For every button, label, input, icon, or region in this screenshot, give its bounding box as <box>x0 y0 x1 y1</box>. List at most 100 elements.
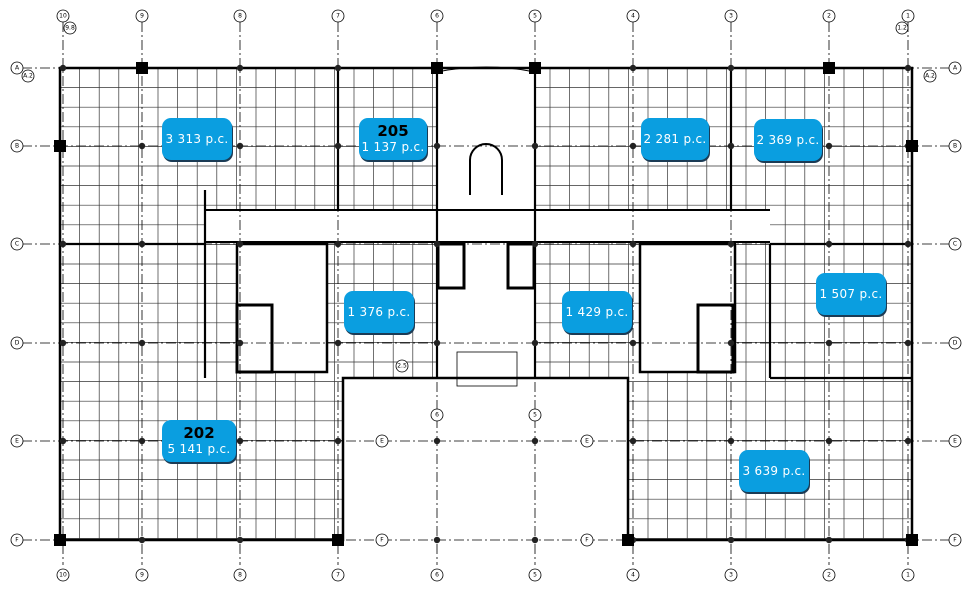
structural-column <box>529 62 541 74</box>
unit-3313[interactable]: 3 313 p.c. <box>162 118 232 160</box>
column-marker <box>904 339 912 347</box>
column-marker <box>825 240 833 248</box>
sub-column-marker-label: 1.2 <box>897 25 907 32</box>
structural-column <box>136 62 148 74</box>
corridor-wall <box>205 209 770 243</box>
column-marker <box>531 536 539 544</box>
entrance-area <box>437 68 535 208</box>
column-axis-marker <box>430 408 444 422</box>
column-axis-marker-label: 8 <box>238 572 242 579</box>
row-axis-marker <box>948 336 962 350</box>
row-axis-marker-label: A <box>15 65 20 72</box>
row-axis-marker <box>10 61 24 75</box>
column-axis-marker <box>331 9 345 23</box>
column-marker <box>531 437 539 445</box>
row-axis-marker-label: E <box>585 438 589 445</box>
row-axis-marker <box>948 139 962 153</box>
unit-area: 1 137 p.c. <box>361 139 425 154</box>
entrance-curve <box>436 66 536 73</box>
column-marker <box>825 536 833 544</box>
service-block <box>638 242 737 374</box>
unit-205[interactable]: 205 1 137 p.c. <box>359 118 427 160</box>
unit-number: 205 <box>377 121 409 140</box>
column-marker <box>727 142 735 150</box>
column-marker <box>727 536 735 544</box>
grid-marker-label: 2.5 <box>397 363 407 370</box>
row-axis-marker-label: D <box>953 340 958 347</box>
sub-row-marker <box>21 69 35 83</box>
unit-2281[interactable]: 2 281 p.c. <box>641 118 709 160</box>
column-axis-marker-label: 6 <box>435 412 439 419</box>
unit-3639[interactable]: 3 639 p.c. <box>739 450 809 492</box>
structural-column <box>54 534 66 546</box>
row-axis-marker <box>10 336 24 350</box>
axis-lines <box>22 22 950 565</box>
column-marker <box>727 240 735 248</box>
row-axis-marker-label: C <box>953 241 957 248</box>
column-axis-marker <box>626 9 640 23</box>
column-axis-marker <box>56 568 70 582</box>
column-marker <box>236 437 244 445</box>
column-axis-marker <box>56 9 70 23</box>
column-marker <box>629 437 637 445</box>
row-axis-marker-label: C <box>15 241 19 248</box>
column-axis-marker <box>528 9 542 23</box>
column-marker <box>433 437 441 445</box>
column-marker <box>433 142 441 150</box>
unit-1507[interactable]: 1 507 p.c. <box>816 273 886 315</box>
column-marker <box>433 536 441 544</box>
column-marker <box>629 142 637 150</box>
column-marker <box>59 64 67 72</box>
unit-area: 5 141 p.c. <box>167 441 231 456</box>
unit-area: 3 639 p.c. <box>742 464 806 478</box>
column-marker <box>825 339 833 347</box>
row-axis-marker-label: A <box>953 65 958 72</box>
column-marker <box>629 240 637 248</box>
stair-icon <box>696 303 735 374</box>
column-marker <box>236 536 244 544</box>
column-marker <box>825 142 833 150</box>
column-marker <box>138 240 146 248</box>
column-axis-marker-label: 10 <box>59 13 67 20</box>
column-axis-marker <box>233 568 247 582</box>
column-marker <box>236 339 244 347</box>
column-marker <box>138 339 146 347</box>
column-marker <box>334 142 342 150</box>
column-marker <box>727 339 735 347</box>
unit-2369[interactable]: 2 369 p.c. <box>754 119 822 161</box>
row-axis-marker <box>10 434 24 448</box>
structural-column <box>906 534 918 546</box>
column-axis-marker-label: 2 <box>827 572 831 579</box>
sub-column-marker <box>63 21 77 35</box>
row-axis-marker <box>948 533 962 547</box>
unit-area: 3 313 p.c. <box>165 132 229 146</box>
unit-1429[interactable]: 1 429 p.c. <box>562 291 632 333</box>
column-marker <box>334 437 342 445</box>
column-marker <box>727 64 735 72</box>
column-marker <box>334 64 342 72</box>
unit-area: 1 507 p.c. <box>819 287 883 301</box>
column-axis-marker-label: 9 <box>140 13 144 20</box>
column-axis-marker-label: 6 <box>435 13 439 20</box>
row-axis-marker <box>10 533 24 547</box>
row-axis-marker <box>10 237 24 251</box>
unit-1376[interactable]: 1 376 p.c. <box>344 291 414 333</box>
stair-icon <box>235 303 274 374</box>
column-axis-marker-label: 5 <box>533 572 537 579</box>
unit-area: 1 376 p.c. <box>347 305 411 319</box>
unit-202[interactable]: 202 5 141 p.c. <box>162 420 236 462</box>
corridor <box>205 210 770 242</box>
unit-area: 2 369 p.c. <box>756 133 820 147</box>
column-axis-marker <box>901 9 915 23</box>
column-marker <box>59 437 67 445</box>
row-axis-marker <box>10 139 24 153</box>
column-marker <box>59 339 67 347</box>
row-axis-marker <box>580 533 594 547</box>
sub-row-marker-label: A.2 <box>23 73 33 80</box>
row-axis-marker-label: E <box>15 438 19 445</box>
row-axis-marker <box>375 533 389 547</box>
column-marker <box>433 339 441 347</box>
row-axis-marker-label: B <box>15 143 19 150</box>
column-axis-marker-label: 7 <box>336 13 340 20</box>
